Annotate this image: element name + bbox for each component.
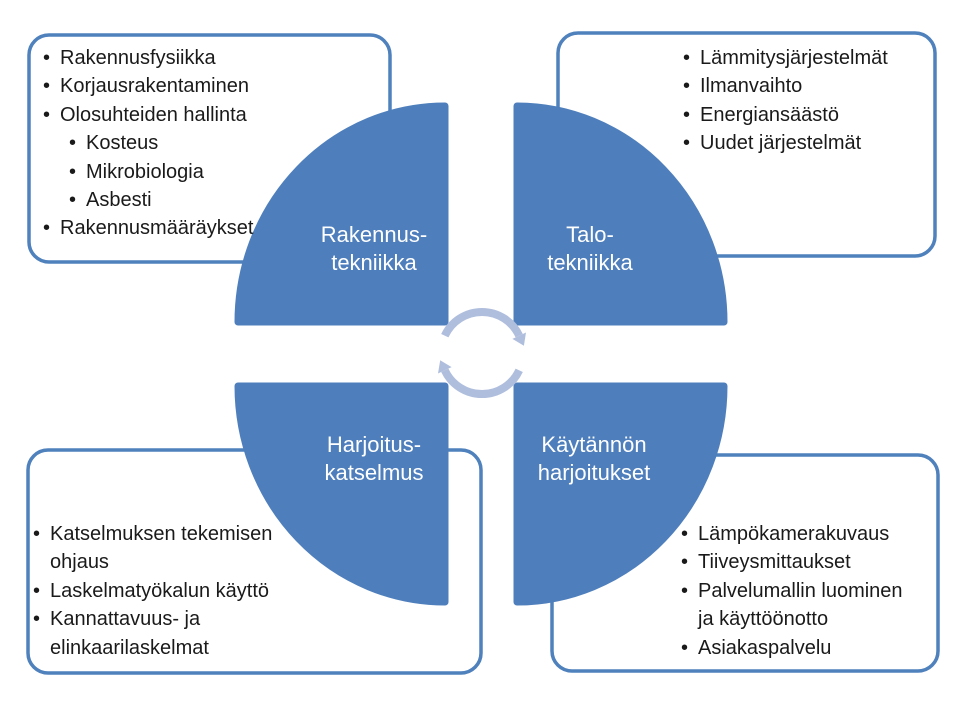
callout-list-top-right: Lämmitysjärjestelmät Ilmanvaihto Energia…: [682, 44, 928, 158]
quadrant-label-line: Rakennus-: [320, 222, 428, 247]
list-item: Mikrobiologia: [68, 158, 372, 187]
list-item: Kannattavuus- ja elinkaarilaskelmat: [32, 605, 278, 662]
quadrant-label-line: katselmus: [324, 460, 424, 485]
list-item: Tiiveysmittaukset: [680, 548, 908, 577]
list-item: Rakennusmääräykset: [42, 214, 372, 243]
callout-list-bottom-right: Lämpökamerakuvaus Tiiveysmittaukset Palv…: [680, 520, 908, 662]
list-item: Katselmuksen tekemisen ohjaus: [32, 520, 278, 577]
bullet-list: Lämmitysjärjestelmät Ilmanvaihto Energia…: [682, 44, 928, 158]
quadrant-label-line: tekniikka: [547, 250, 633, 275]
list-item: Energiansäästö: [682, 101, 928, 130]
bullet-list: Lämpökamerakuvaus Tiiveysmittaukset Palv…: [680, 520, 908, 662]
quadrant-label-line: harjoitukset: [537, 460, 651, 485]
list-item: Laskelmatyökalun käyttö: [32, 577, 278, 606]
list-item: Lämmitysjärjestelmät: [682, 44, 928, 73]
list-item: Palvelumallin luominen ja käyttöönotto: [680, 577, 908, 634]
quadrant-label-line: Talo-: [566, 222, 614, 247]
list-item: Olosuhteiden hallinta: [42, 101, 372, 130]
list-item: Rakennusfysiikka: [42, 44, 372, 73]
list-item: Asbesti: [68, 186, 372, 215]
bullet-list: Rakennusfysiikka Korjausrakentaminen Olo…: [42, 44, 372, 243]
list-item: Kosteus: [68, 129, 372, 158]
quadrant-label-line: Harjoitus-: [326, 432, 422, 457]
quadrant-shape-bottom-right: [513, 382, 728, 606]
list-item: Ilmanvaihto: [682, 72, 928, 101]
callout-list-top-left: Rakennusfysiikka Korjausrakentaminen Olo…: [42, 44, 372, 243]
quadrant-label-top-right: Talo- tekniikka: [498, 221, 682, 277]
quadrant-label-bottom-left: Harjoitus- katselmus: [282, 431, 466, 487]
quadrant-shape-top-right: [513, 102, 728, 326]
quadrant-label-bottom-right: Käytännön harjoitukset: [502, 431, 686, 487]
list-item: Uudet järjestelmät: [682, 129, 928, 158]
list-item: Asiakaspalvelu: [680, 634, 908, 663]
quadrant-label-line: Käytännön: [541, 432, 647, 457]
quadrant-label-line: tekniikka: [331, 250, 417, 275]
callout-list-bottom-left: Katselmuksen tekemisen ohjaus Laskelmaty…: [32, 520, 278, 662]
bullet-list: Katselmuksen tekemisen ohjaus Laskelmaty…: [32, 520, 278, 662]
list-item: Lämpökamerakuvaus: [680, 520, 908, 549]
list-item: Korjausrakentaminen: [42, 72, 372, 101]
quadrant-label-top-left: Rakennus- tekniikka: [282, 221, 466, 277]
cycle-arrows-icon: [438, 307, 526, 399]
quadrant-shape-bottom-left: [234, 382, 449, 606]
